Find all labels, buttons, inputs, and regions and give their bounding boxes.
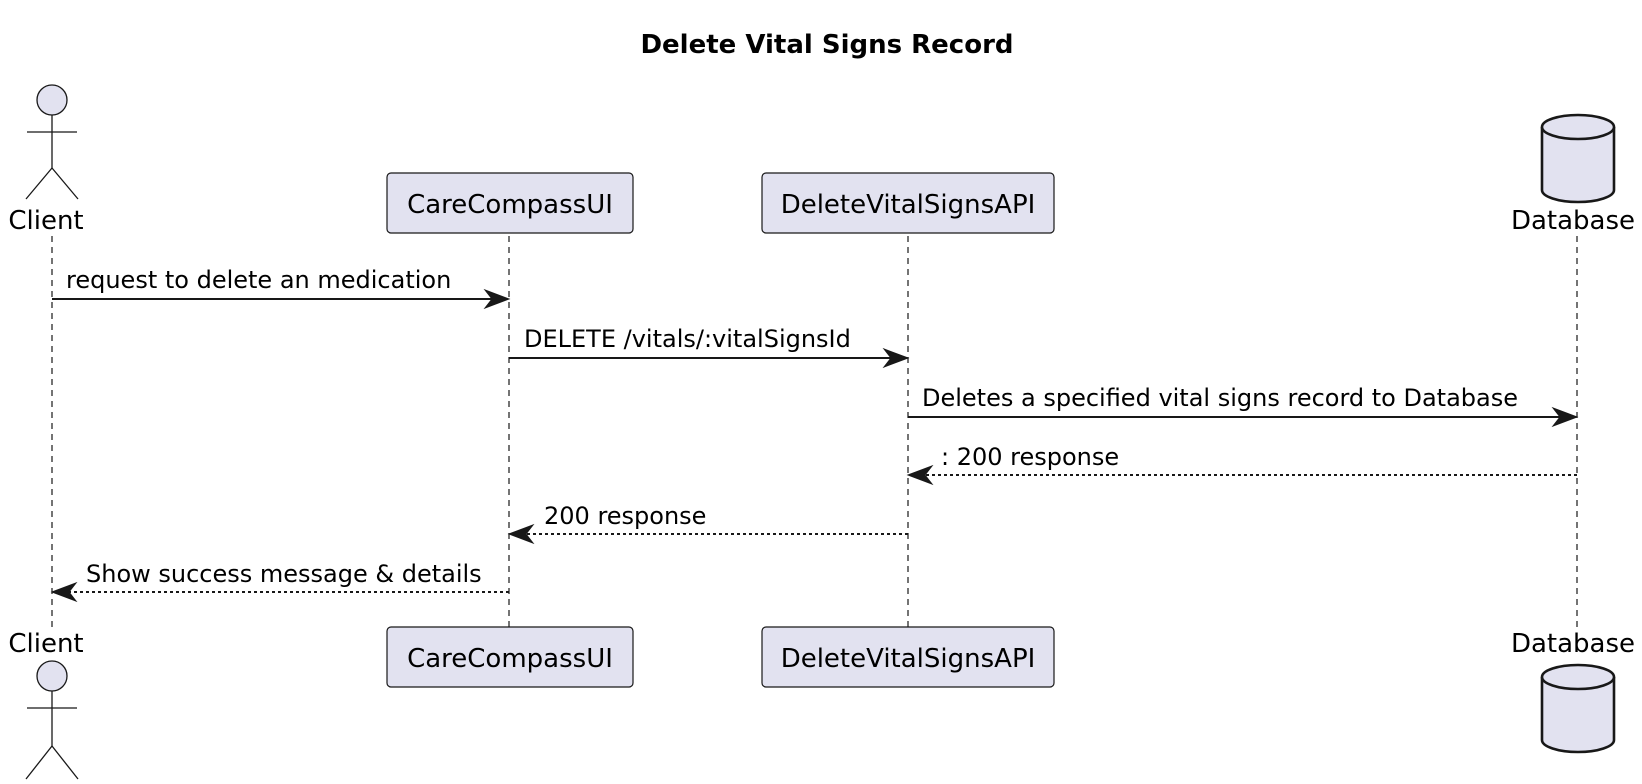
participant-label-carecompassui: CareCompassUI [407,190,613,220]
participant-label-database: Database [1511,206,1635,236]
participant-client-bottom: Client [8,629,84,780]
participant-label-carecompassui: CareCompassUI [407,644,613,674]
arrowhead-icon [483,288,511,310]
message-label: Show success message & details [86,560,482,588]
actor-icon [25,84,79,200]
participant-database-top: Database [1511,113,1635,236]
participant-label-deletevitalsignsapi: DeleteVitalSignsAPI [781,644,1036,674]
message-6: Show success message & details [50,560,509,603]
participant-box [386,172,634,234]
arrowhead-icon [1551,406,1579,428]
participant-label-database: Database [1511,629,1635,659]
message-label: : 200 response [941,443,1119,471]
message-4: : 200 response [906,443,1577,486]
message-label: 200 response [544,502,706,530]
message-label: request to delete an medication [66,266,451,294]
arrowhead-icon [50,581,78,603]
arrowhead-icon [882,347,910,369]
participant-carecompassui-bottom: CareCompassUI [386,626,634,688]
database-icon [1540,113,1616,204]
participant-box [761,626,1055,688]
participant-carecompassui-top: CareCompassUI [386,172,634,234]
message-3: Deletes a specified vital signs record t… [908,384,1579,428]
participant-client-top: Client [8,84,84,236]
participant-deletevitalsignsapi-bottom: DeleteVitalSignsAPI [761,626,1055,688]
participant-label-client: Client [8,206,83,236]
participant-box [386,626,634,688]
message-label: Deletes a specified vital signs record t… [922,384,1518,412]
participant-box [761,172,1055,234]
message-5: 200 response [507,502,908,545]
participant-label-client: Client [8,629,83,659]
diagram-title: Delete Vital Signs Record [640,30,1013,60]
arrowhead-icon [507,523,535,545]
database-icon [1540,663,1616,754]
arrowhead-icon [906,464,934,486]
participant-label-deletevitalsignsapi: DeleteVitalSignsAPI [781,190,1036,220]
message-label: DELETE /vitals/:vitalSignsId [524,325,851,353]
participant-database-bottom: Database [1511,629,1635,754]
actor-icon [25,660,79,780]
message-2: DELETE /vitals/:vitalSignsId [509,325,910,369]
participant-deletevitalsignsapi-top: DeleteVitalSignsAPI [761,172,1055,234]
message-1: request to delete an medication [52,266,511,310]
